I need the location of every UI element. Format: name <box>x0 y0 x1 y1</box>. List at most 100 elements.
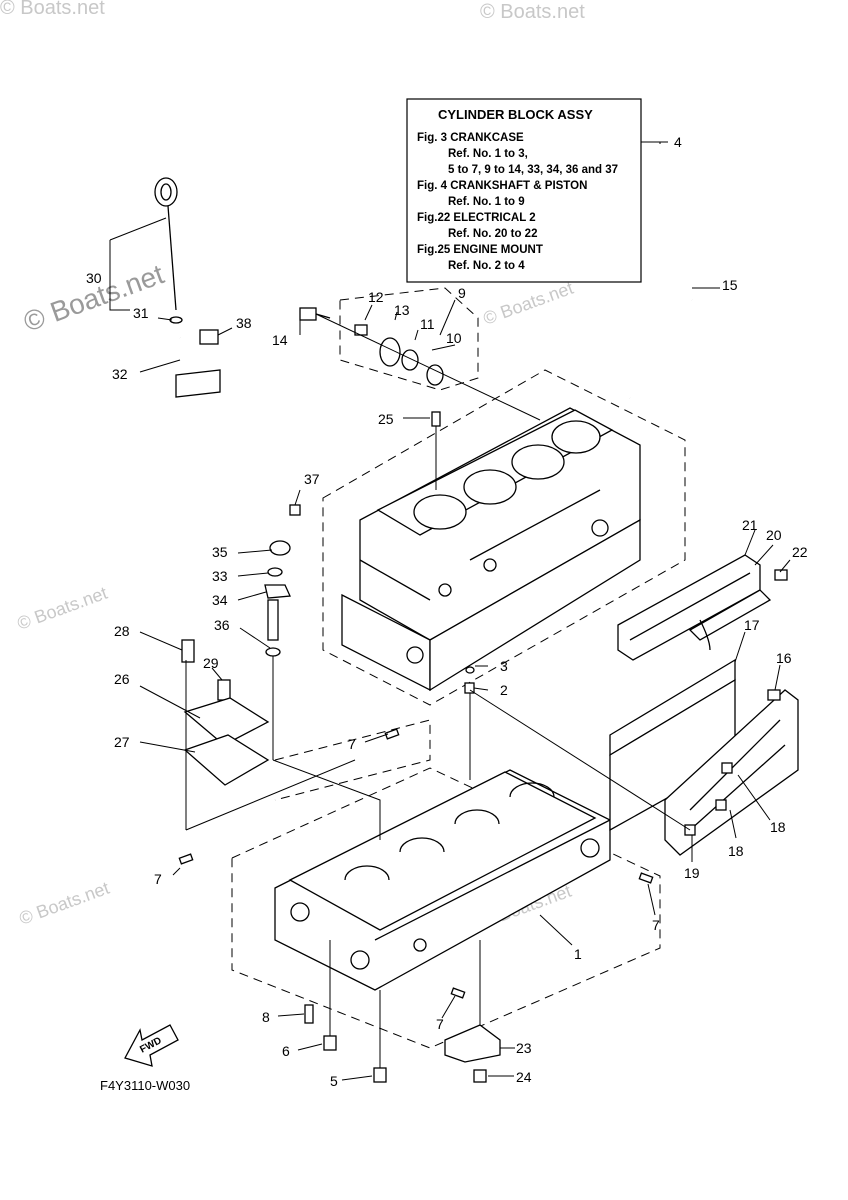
bolt-5 <box>373 1067 387 1083</box>
callout-24: 24 <box>516 1069 532 1085</box>
callout-13: 13 <box>394 302 410 318</box>
callout-7: 7 <box>154 871 162 887</box>
info-box-line: 5 to 7, 9 to 14, 33, 34, 36 and 37 <box>448 164 618 176</box>
manifold-gasket <box>688 589 772 641</box>
callout-21: 21 <box>742 517 758 533</box>
boss <box>438 583 452 597</box>
clamp-35 <box>269 540 291 556</box>
leader-line <box>341 1075 373 1081</box>
block-front <box>429 518 641 692</box>
leader-line <box>744 529 756 556</box>
dowel-7 <box>178 853 194 865</box>
callout-36: 36 <box>214 617 230 633</box>
leader-line <box>737 774 771 821</box>
watermark: © Boats.net <box>15 583 110 634</box>
boss <box>350 950 370 970</box>
dipstick-ring <box>154 177 178 207</box>
callout-37: 37 <box>304 471 320 487</box>
leader-line <box>237 591 267 601</box>
cylinder-block-outline <box>322 369 686 706</box>
callout-7: 7 <box>436 1016 444 1032</box>
info-box-line: Fig.25 ENGINE MOUNT <box>417 244 543 256</box>
pipe-34 <box>267 599 279 641</box>
leader-line <box>217 327 233 336</box>
info-box-title: CYLINDER BLOCK ASSY <box>438 107 593 122</box>
bracket <box>175 369 221 398</box>
cylinder-block <box>341 407 641 692</box>
callout-32: 32 <box>112 366 128 382</box>
callout-28: 28 <box>114 623 130 639</box>
leader-line <box>729 809 737 839</box>
callout-2: 2 <box>500 682 508 698</box>
leader-line <box>441 995 456 1019</box>
boss <box>591 519 609 537</box>
guide-fill <box>177 337 275 521</box>
leader-line <box>473 687 489 691</box>
leader-line <box>211 667 223 681</box>
callout-17: 17 <box>744 617 760 633</box>
dowel-7 <box>638 872 654 884</box>
manifold-edge <box>629 572 751 641</box>
callout-5: 5 <box>330 1073 338 1089</box>
fitting <box>767 689 781 701</box>
hose-15 <box>625 296 693 399</box>
leader-line <box>172 867 181 876</box>
leader-line <box>139 741 196 753</box>
assembly-line <box>469 689 691 831</box>
info-box-line: Ref. No. 20 to 22 <box>448 228 537 240</box>
fitting-parts <box>299 307 541 421</box>
callouts: 1 2 3 4 5 6 7 7 7 7 8 9 10 11 12 13 14 1… <box>86 134 808 1089</box>
leader-line <box>109 217 167 241</box>
callout-14: 14 <box>272 332 288 348</box>
callout-35: 35 <box>212 544 228 560</box>
bolt-38 <box>199 329 219 345</box>
callout-7: 7 <box>652 917 660 933</box>
cylinder-bore <box>413 494 467 530</box>
assembly-line <box>185 759 356 831</box>
leader-line <box>414 329 419 341</box>
boss <box>580 838 600 858</box>
callout-38: 38 <box>236 315 252 331</box>
plate-34 <box>264 584 291 599</box>
bolt-24 <box>473 1069 487 1083</box>
watermark: © Boats.net <box>17 878 112 929</box>
info-box-line: Ref. No. 1 to 3, <box>448 148 528 160</box>
callout-9: 9 <box>458 285 466 301</box>
leader-line <box>277 1013 305 1017</box>
callout-18: 18 <box>770 819 786 835</box>
callout-27: 27 <box>114 734 130 750</box>
callout-23: 23 <box>516 1040 532 1056</box>
leader-line <box>774 664 781 691</box>
info-box-frame <box>406 98 642 283</box>
leader-line <box>734 631 746 663</box>
bearing-saddle <box>399 837 445 853</box>
callout-16: 16 <box>776 650 792 666</box>
callout-4: 4 <box>674 134 682 150</box>
callout-12: 12 <box>368 289 384 305</box>
leader-line <box>394 311 398 321</box>
group-outline <box>339 287 479 391</box>
leader-line <box>109 240 130 311</box>
leader-line <box>139 631 183 651</box>
watermark: © Boats.net <box>0 0 105 19</box>
leader-line <box>297 1043 323 1051</box>
dowel-8 <box>304 1004 314 1024</box>
callout-10: 10 <box>446 330 462 346</box>
callout-34: 34 <box>212 592 228 608</box>
leader-line <box>294 489 301 506</box>
leader-line <box>364 304 373 321</box>
boss <box>483 558 497 572</box>
diagram-code: F4Y3110-W030 <box>100 1078 190 1093</box>
leader-line <box>157 317 173 321</box>
callout-29: 29 <box>203 655 219 671</box>
grommet-33 <box>267 567 283 577</box>
collar-10 <box>426 364 444 386</box>
block-edge <box>469 489 601 561</box>
callout-20: 20 <box>766 527 782 543</box>
bracket-23 <box>444 1024 501 1063</box>
hose-outline <box>627 298 693 399</box>
info-box: CYLINDER BLOCK ASSY Fig. 3 CRANKCASE Ref… <box>406 98 668 283</box>
boss <box>290 902 310 922</box>
fwd-arrow: FWD <box>124 1024 179 1067</box>
